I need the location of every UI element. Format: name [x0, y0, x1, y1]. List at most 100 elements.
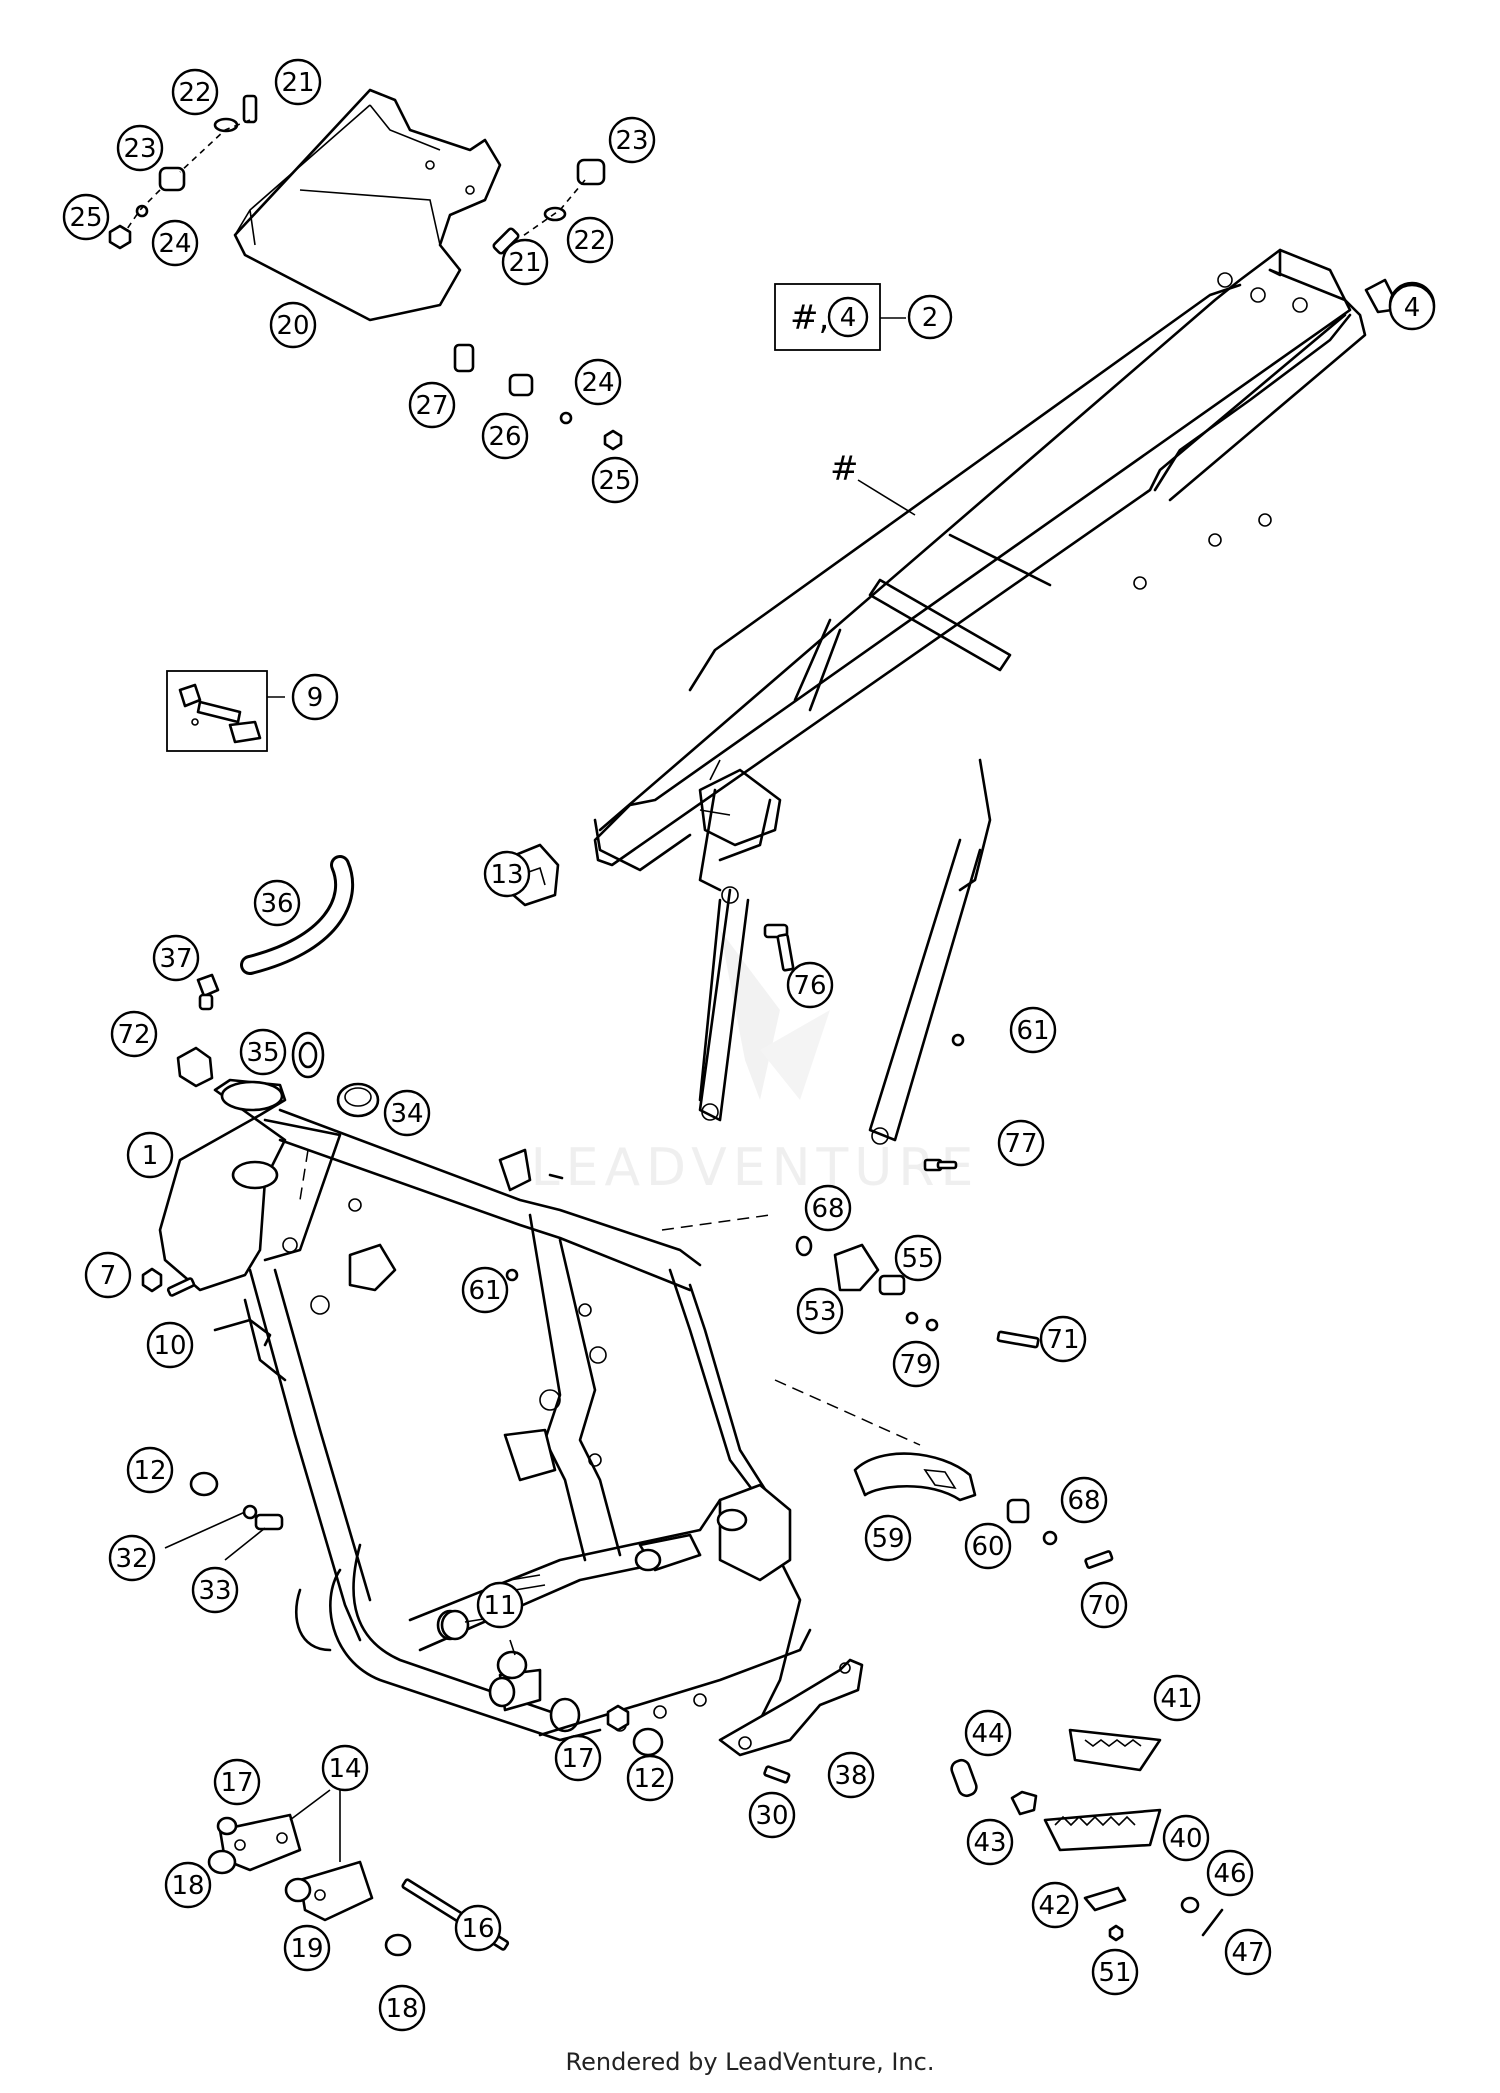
- callout-60: 60: [964, 1522, 1012, 1570]
- callout-68: 68: [804, 1184, 852, 1232]
- pin-part-44: [950, 1758, 978, 1798]
- callout-25: 25: [62, 193, 110, 241]
- svg-text:18: 18: [171, 1871, 204, 1901]
- callout-32: 32: [108, 1534, 156, 1582]
- svg-text:38: 38: [834, 1761, 867, 1791]
- callout-13: 13: [483, 850, 531, 898]
- callout-40: 40: [1162, 1814, 1210, 1862]
- svg-text:30: 30: [755, 1801, 788, 1831]
- bushing-part-18-b: [384, 1933, 412, 1957]
- callout-46: 46: [1206, 1849, 1254, 1897]
- svg-text:55: 55: [901, 1244, 934, 1274]
- svg-text:41: 41: [1160, 1684, 1193, 1714]
- footpeg-part-41: [1068, 1728, 1162, 1772]
- svg-text:24: 24: [581, 368, 614, 398]
- svg-text:25: 25: [598, 466, 631, 496]
- callout-77: 77: [997, 1119, 1045, 1167]
- nut-part-51: [1108, 1924, 1124, 1942]
- main-frame-part: [158, 1078, 812, 1742]
- callout-42: 42: [1031, 1881, 1079, 1929]
- callout-20: 20: [269, 301, 317, 349]
- callout-9: 9: [291, 673, 339, 721]
- svg-text:7: 7: [100, 1261, 117, 1291]
- callout-53: 53: [796, 1287, 844, 1335]
- callout-16: 16: [454, 1904, 502, 1952]
- svg-text:#: #: [830, 449, 859, 489]
- washer-part-79-b: [925, 1318, 939, 1332]
- callout-layer: 1247910111212131416171718181920212122222…: [62, 58, 1436, 2032]
- watermark: LEADVENTURE: [531, 930, 973, 1198]
- bolt-part-70: [1084, 1550, 1114, 1569]
- washer-part-17-lower: [216, 1816, 238, 1836]
- svg-text:18: 18: [385, 1994, 418, 2024]
- callout-47: 47: [1224, 1928, 1272, 1976]
- svg-text:17: 17: [561, 1744, 594, 1774]
- callout-36: 36: [253, 879, 301, 927]
- svg-text:21: 21: [281, 68, 314, 98]
- callout-61: 61: [461, 1266, 509, 1314]
- svg-text:10: 10: [153, 1331, 186, 1361]
- svg-text:37: 37: [159, 944, 192, 974]
- screw-part-30: [763, 1765, 791, 1784]
- callout-21: 21: [501, 238, 549, 286]
- svg-text:35: 35: [246, 1038, 279, 1068]
- svg-text:43: 43: [973, 1828, 1006, 1858]
- bushing-part-12-lower: [632, 1727, 664, 1757]
- callout-55: 55: [894, 1234, 942, 1282]
- callout-38: 38: [827, 1751, 875, 1799]
- bushing-part-53: [833, 1243, 880, 1292]
- svg-text:24: 24: [158, 229, 191, 259]
- nut-part-61-mid: [505, 1268, 519, 1282]
- callout-27: 27: [408, 381, 456, 429]
- plug-part-72: [176, 1046, 214, 1088]
- nut-part-7: [141, 1267, 163, 1293]
- spring-part-43: [1010, 1790, 1038, 1816]
- svg-text:53: 53: [803, 1297, 836, 1327]
- callout-22: 22: [566, 216, 614, 264]
- svg-text:70: 70: [1087, 1591, 1120, 1621]
- callout-26: 26: [481, 412, 529, 460]
- callout-1: 1: [126, 1131, 174, 1179]
- screw-part-77: [923, 1158, 958, 1172]
- callout-21: 21: [274, 58, 322, 106]
- svg-text:33: 33: [198, 1576, 231, 1606]
- callout-14: 14: [321, 1744, 369, 1792]
- callout-12: 12: [126, 1446, 174, 1494]
- svg-text:77: 77: [1004, 1129, 1037, 1159]
- skid-plate-part: [233, 88, 502, 322]
- bushing-part-11-a: [440, 1609, 470, 1641]
- callout-33: 33: [191, 1566, 239, 1614]
- callout-10: 10: [146, 1321, 194, 1369]
- kit-label-prefix: #,: [790, 298, 829, 338]
- washer-part-68-lower: [1042, 1530, 1058, 1546]
- svg-text:17: 17: [220, 1768, 253, 1798]
- bracket-part-38: [718, 1658, 864, 1757]
- svg-text:20: 20: [276, 311, 309, 341]
- bolt-part-71: [996, 1330, 1040, 1349]
- bushing-part-12-left: [189, 1471, 219, 1497]
- seal-part-34: [336, 1082, 380, 1118]
- dash-leader-head: [299, 1149, 309, 1201]
- chain-guide-part-59: [853, 1452, 977, 1502]
- svg-text:40: 40: [1169, 1824, 1202, 1854]
- callout-11: 11: [476, 1581, 524, 1629]
- bushing-part-11-b: [496, 1650, 528, 1680]
- bushing-part-19: [284, 1877, 312, 1903]
- svg-text:79: 79: [899, 1350, 932, 1380]
- cotter-part-47: [1201, 1908, 1224, 1937]
- callout-18: 18: [378, 1984, 426, 2032]
- svg-text:4: 4: [840, 303, 857, 333]
- subframe-part: [593, 248, 1367, 1145]
- callout-76: 76: [786, 961, 834, 1009]
- nipple-part-37: [196, 973, 220, 1011]
- svg-text:16: 16: [461, 1914, 494, 1944]
- callout-41: 41: [1153, 1674, 1201, 1722]
- callout-24: 24: [574, 358, 622, 406]
- subframe-hash-label: #: [830, 449, 916, 516]
- bolt-part-32-33: [164, 1504, 284, 1561]
- svg-text:1: 1: [142, 1141, 159, 1171]
- washer-part-46: [1180, 1896, 1200, 1914]
- svg-text:23: 23: [123, 134, 156, 164]
- callout-23: 23: [608, 116, 656, 164]
- dash-leader-53: [661, 1214, 771, 1231]
